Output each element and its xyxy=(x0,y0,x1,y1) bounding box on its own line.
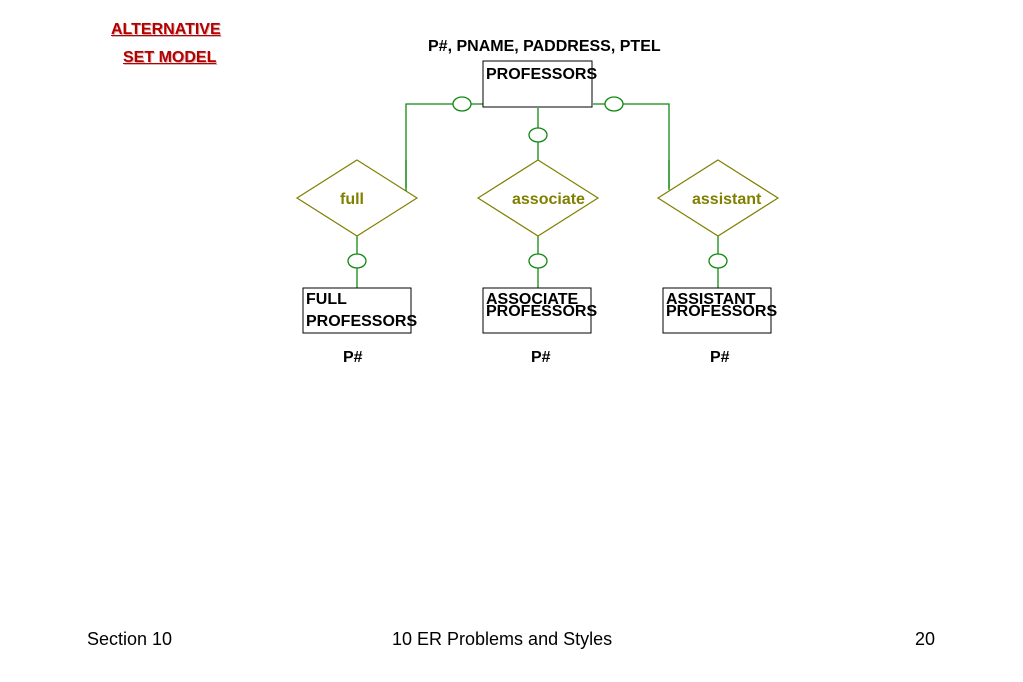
connector-professors-full xyxy=(405,103,483,188)
entity-full-line1: FULL xyxy=(306,291,347,308)
slide-title-line1: ALTERNATIVE xyxy=(111,21,221,38)
relationship-full-label: full xyxy=(340,191,364,208)
entity-assistant-professors-box xyxy=(662,287,772,334)
oval-assistant-bottom xyxy=(708,253,728,269)
oval-left-top xyxy=(452,96,472,112)
entity-associate-line1: ASSOCIATE xyxy=(486,291,578,308)
entity-assistant-line2: PROFESSORS xyxy=(666,303,777,320)
slide-title-line2: SET MODEL xyxy=(123,49,217,66)
relationship-assistant-diamond xyxy=(656,159,780,237)
relationship-assistant-label: assistant xyxy=(692,191,762,208)
relationship-associate-label: associate xyxy=(512,191,585,208)
entity-professors-box xyxy=(482,60,593,108)
entity-assistant-line1: ASSISTANT xyxy=(666,291,756,308)
connector-professors-assistant xyxy=(593,103,670,188)
footer-title: 10 ER Problems and Styles xyxy=(392,629,613,649)
oval-full-bottom xyxy=(347,253,367,269)
key-attribute-assistant: P# xyxy=(710,349,730,366)
oval-associate-bottom xyxy=(528,253,548,269)
professors-attributes: P#, PNAME, PADDRESS, PTEL xyxy=(428,38,661,55)
participation-ovals xyxy=(347,96,728,269)
entity-associate-line2: PROFESSORS xyxy=(486,303,597,320)
entity-associate-professors-box xyxy=(482,287,592,334)
oval-center-top xyxy=(528,127,548,143)
entity-full-professors-box xyxy=(302,287,412,334)
footer-section: Section 10 xyxy=(87,629,173,649)
key-attribute-associate: P# xyxy=(531,349,551,366)
entity-professors-label: PROFESSORS xyxy=(486,66,597,83)
relationship-associate-diamond xyxy=(476,159,600,237)
entity-boxes xyxy=(302,60,772,334)
oval-right-top xyxy=(604,96,624,112)
relationship-full-diamond xyxy=(295,159,419,237)
entity-full-line2: PROFESSORS xyxy=(306,313,417,330)
key-attribute-full: P# xyxy=(343,349,363,366)
relationship-diamonds xyxy=(295,159,780,237)
footer-page-number: 20 xyxy=(915,629,936,649)
